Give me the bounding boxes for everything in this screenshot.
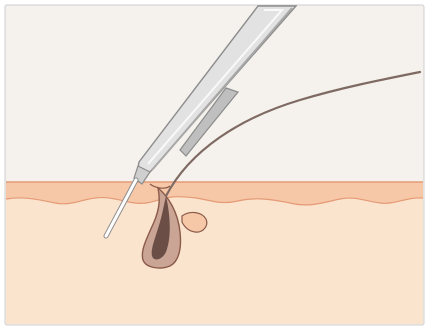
skin-dermis bbox=[6, 196, 423, 324]
